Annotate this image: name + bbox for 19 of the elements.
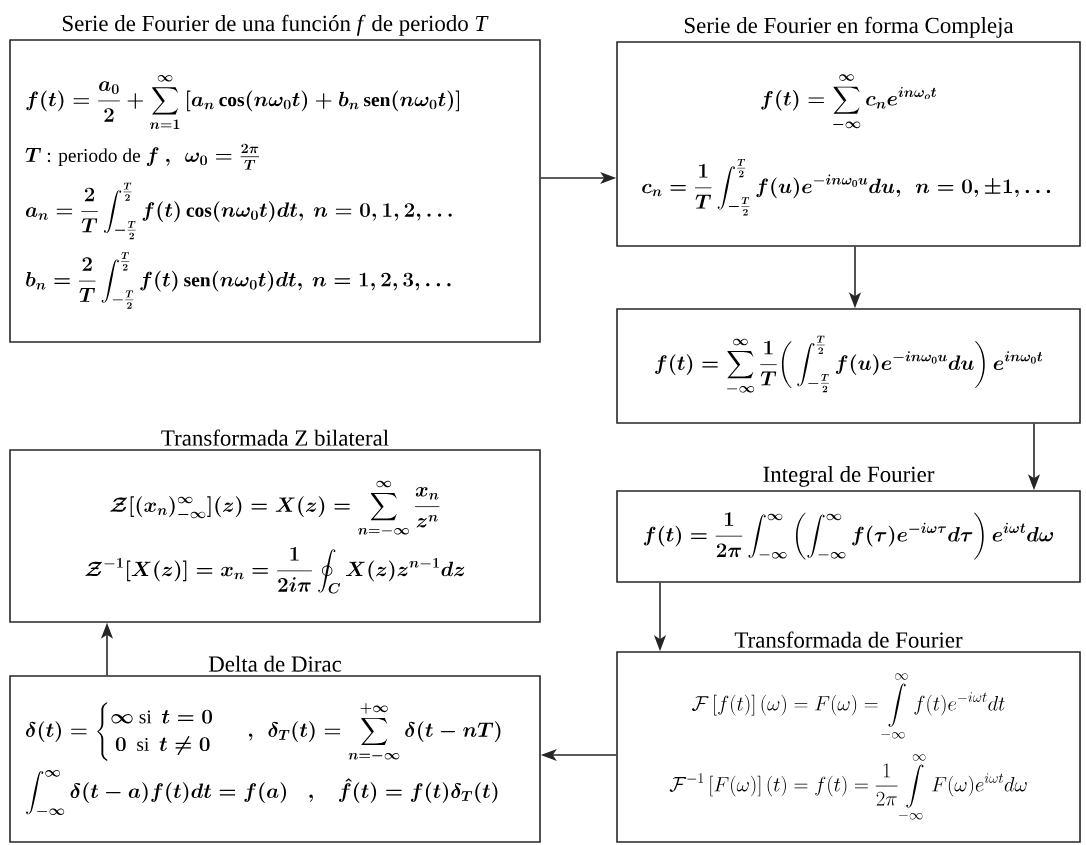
node-label: $b_n=\frac{2}{T}\int_{-\frac{T}{2}}^{\frac{T}{2}}f(t)\,\mathrm{sen}(n\omega_0 t)dt,\ n=1,2,3,\dots$: [26, 252, 451, 309]
formula-box: $f(t)=\frac{a_0}{2}+\sum_{n=1}^{\infty}\left[a_n\cos(n\omega_0 t)+b_n\,\mathrm{sen}(n\omega_0 t)\right]$ $T\text{ : periodo de }f\ ,\ \ \omega_0=\tfrac{2\pi}{T}$ $a_n=\frac{2}{T}\int_{-\frac{T}{2}}^{\frac{T}{2}}f(t)\cos(n\omega_0 t)dt,\ n=0,1,2,\dots$ $b_n=\frac{2}{T}\int_{-\frac{T}{2}}^{\frac{T}{2}}f(t)\,\mathrm{sen}(n\omega_0 t)dt,\ n=1,2,3,\dots$: [9, 39, 541, 343]
node-label: $f(t)=\frac{a_0}{2}+\sum_{n=1}^{\infty}\left[a_n\cos(n\omega_0 t)+b_n\,\mathrm{sen}(n\omega_0 t)\right]$: [26, 75, 459, 130]
node-label: $c_n=\frac{1}{T}\int_{-\frac{T}{2}}^{\frac{T}{2}}f(u)e^{-in\omega_0 u}du,\ \ n=0,\pm 1,\dots$: [642, 158, 1051, 216]
node-label: $T\text{ : periodo de }f\ ,\ \ \omega_0=\tfrac{2\pi}{T}$: [25, 143, 259, 170]
formula-box: $f(t)=\frac{1}{2\pi}\int_{-\infty}^{\infty}\left(\int_{-\infty}^{\infty}f(\tau)e^{-i\omega\tau}d\tau\right)e^{i\omega t}d\omega$: [616, 490, 1081, 583]
formula-box: $f(t)=\sum_{-\infty}^{\infty}\frac{1}{T}\bigg(\int_{-\frac{T}{2}}^{\frac{T}{2}}f(u)e^{-in\omega_0 u}du\bigg)\,e^{in\omega_0 t}$: [616, 308, 1081, 424]
box-title: Delta de Dirac: [208, 655, 342, 672]
formula-box: $f(t)=\sum_{-\infty}^{\infty}c_n e^{in\omega_o t}$ $c_n=\frac{1}{T}\int_{-\frac{T}{2}}^{\frac{T}{2}}f(u)e^{-in\omega_0 u}du,\ \ n=0,\pm 1,\dots$: [616, 41, 1081, 247]
box-title: Serie de Fourier de una función f de periodo T: [62, 14, 489, 36]
formula-box: $\mathcal{F}\left[f(t)\right]\left(\omega\right)=F(\omega)=\int\limits_{-\infty}^{\infty}f(t)e^{-i\omega t}dt$ $\mathcal{F}^{-1}\left[F(\omega)\right]\left(t\right)=f(t)=\frac{1}{2\pi}\int\limits_{-\infty}^{\infty}F(\omega)e^{i\omega t}d\omega$: [616, 651, 1081, 843]
formula-box: $\mathcal{Z}[(x_n)_{-\infty}^{\infty}](z)=X(z)=\sum_{n=-\infty}^{\infty}\frac{x_n}{z^n}$ $\mathcal{Z}^{-1}[X(z)]=x_n=\frac{1}{2i\pi}\oint_C X(z)z^{n-1}dz$: [9, 449, 541, 623]
formula-box: $\delta(t)=\begin{cases}\infty\ \text{si}\ \ t=0\\ \ 0\ \ \text{si}\ \ t\neq 0\end{cases}\ \ ,\ \ \delta_T(t)=\sum_{n=-\infty}^{+\infty}\delta(t-nT)$ $\int_{-\infty}^{\infty}\delta(t-a)f(t)dt=f(a)\quad,\quad\hat{f}(t)=f(t)\delta_T(t)$: [9, 675, 541, 843]
box-title: Serie de Fourier en forma Compleja: [684, 16, 1014, 38]
node-label: $a_n=\frac{2}{T}\int_{-\frac{T}{2}}^{\frac{T}{2}}f(t)\cos(n\omega_0 t)dt,\ n=0,1,2,\dots$: [25, 182, 452, 240]
box-title: Transformada Z bilateral: [161, 429, 389, 446]
box-title: Transformada de Fourier: [734, 631, 963, 648]
box-title: Integral de Fourier: [763, 465, 935, 487]
node-label: $f(t)=\sum_{-\infty}^{\infty}c_n e^{in\omega_o t}$: [761, 74, 937, 129]
